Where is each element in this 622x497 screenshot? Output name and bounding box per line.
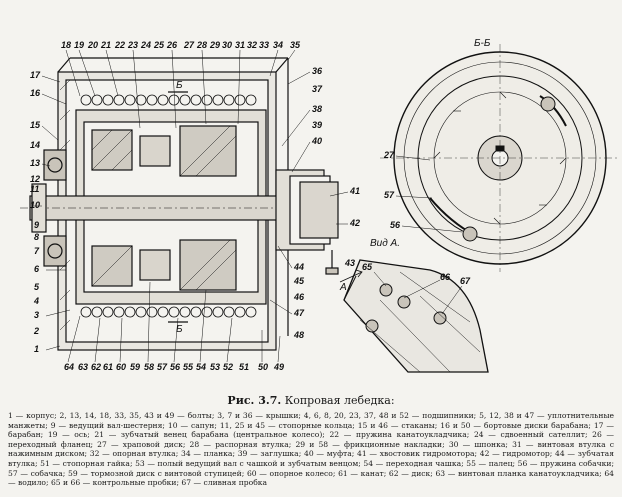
callout-label: 4 <box>33 296 39 306</box>
callout-label: 19 <box>74 40 84 50</box>
callout-label: 30 <box>222 40 232 50</box>
callout-label: 12 <box>30 174 40 184</box>
callout-label: 59 <box>130 362 140 372</box>
callout-label: 67 <box>460 276 471 286</box>
view-arrow-label: А <box>339 282 347 293</box>
callout-label: 11 <box>30 184 39 194</box>
callout-label: 3 <box>34 310 39 320</box>
callout-label: 58 <box>144 362 154 372</box>
view-a-drawing <box>339 259 489 373</box>
callout-label: 53 <box>210 362 220 372</box>
callout-label: 51 <box>239 362 249 372</box>
callout-label: 21 <box>100 40 111 50</box>
section-cut-label: Б <box>176 80 183 91</box>
callout-label: 54 <box>196 362 206 372</box>
callout-label: 6 <box>34 264 40 274</box>
callout-label: 57 <box>384 190 395 200</box>
callout-label: 55 <box>183 362 194 372</box>
figure-caption: Рис. 3.7. Копровая лебедка: 1 — корпус; … <box>8 394 614 488</box>
callout-label: 46 <box>293 292 305 302</box>
legend-text: 1 — корпус; 2, 13, 14, 18, 33, 35, 43 и … <box>8 411 614 488</box>
winch-drawing: 18 19 20 21 22 23 24 25 26 27 28 29 30 3… <box>20 38 620 373</box>
callout-label: 64 <box>64 362 74 372</box>
callout-label: 56 <box>390 220 401 230</box>
callout-label: 39 <box>312 120 322 130</box>
callout-label: 18 <box>61 40 71 50</box>
callout-label: 33 <box>259 40 269 50</box>
callout-label: 34 <box>273 40 283 50</box>
callout-label: 47 <box>293 308 305 318</box>
top-callouts: 18 19 20 21 22 23 24 25 26 27 28 29 30 3… <box>61 40 301 50</box>
main-section-drawing <box>20 57 339 351</box>
callout-label: 26 <box>166 40 178 50</box>
callout-label: 20 <box>87 40 98 50</box>
section-bb-drawing <box>380 44 620 272</box>
callout-label: 23 <box>127 40 138 50</box>
callout-label: 27 <box>183 40 195 50</box>
callout-label: 14 <box>30 140 40 150</box>
callout-label: 1 <box>34 344 39 354</box>
callout-label: 38 <box>312 104 322 114</box>
callout-label: 56 <box>170 362 181 372</box>
callout-label: 45 <box>293 276 305 286</box>
callout-label: 28 <box>196 40 207 50</box>
left-callouts: 17 16 15 14 13 12 11 10 9 8 7 6 5 4 3 2 … <box>30 70 41 354</box>
right-callouts: 36 37 38 39 40 41 42 43 44 45 46 47 48 <box>293 66 360 340</box>
callout-label: 65 <box>362 262 373 272</box>
section-title: Б-Б <box>474 38 491 49</box>
figure-title: Рис. 3.7. Копровая лебедка: <box>8 394 614 407</box>
callout-label: 36 <box>312 66 323 76</box>
callout-label: 32 <box>247 40 257 50</box>
callout-label: 17 <box>30 70 41 80</box>
callout-label: 2 <box>33 326 39 336</box>
callout-label: 44 <box>293 262 304 272</box>
callout-label: 25 <box>153 40 165 50</box>
callout-label: 15 <box>30 120 41 130</box>
callout-label: 16 <box>30 88 41 98</box>
callout-label: 27 <box>383 150 395 160</box>
section-cut-label: Б <box>176 324 183 335</box>
callout-label: 10 <box>30 200 40 210</box>
callout-label: 13 <box>30 158 40 168</box>
callout-label: 40 <box>311 136 322 146</box>
figure-title-text: Копровая лебедка: <box>284 394 395 407</box>
bottom-callouts: 64 63 62 61 60 59 58 57 56 55 54 53 52 5… <box>64 362 284 372</box>
callout-label: 41 <box>349 186 360 196</box>
view-title: Вид А. <box>370 238 400 249</box>
callout-label: 37 <box>312 84 323 94</box>
callout-label: 35 <box>290 40 301 50</box>
callout-label: 31 <box>235 40 245 50</box>
callout-label: 22 <box>114 40 125 50</box>
callout-label: 50 <box>258 362 268 372</box>
callout-label: 5 <box>34 282 40 292</box>
callout-label: 52 <box>223 362 233 372</box>
callout-label: 57 <box>157 362 168 372</box>
callout-label: 43 <box>344 258 355 268</box>
callout-label: 61 <box>103 362 113 372</box>
callout-label: 7 <box>34 246 40 256</box>
callout-label: 48 <box>293 330 304 340</box>
callout-label: 24 <box>140 40 151 50</box>
callout-label: 62 <box>91 362 101 372</box>
callout-label: 42 <box>349 218 360 228</box>
callout-label: 63 <box>78 362 88 372</box>
callout-label: 9 <box>34 220 39 230</box>
callout-label: 60 <box>116 362 126 372</box>
figure-number: Рис. 3.7. <box>227 394 282 407</box>
callout-label: 49 <box>273 362 284 372</box>
callout-label: 66 <box>440 272 451 282</box>
callout-label: 29 <box>209 40 220 50</box>
callout-label: 8 <box>34 232 39 242</box>
